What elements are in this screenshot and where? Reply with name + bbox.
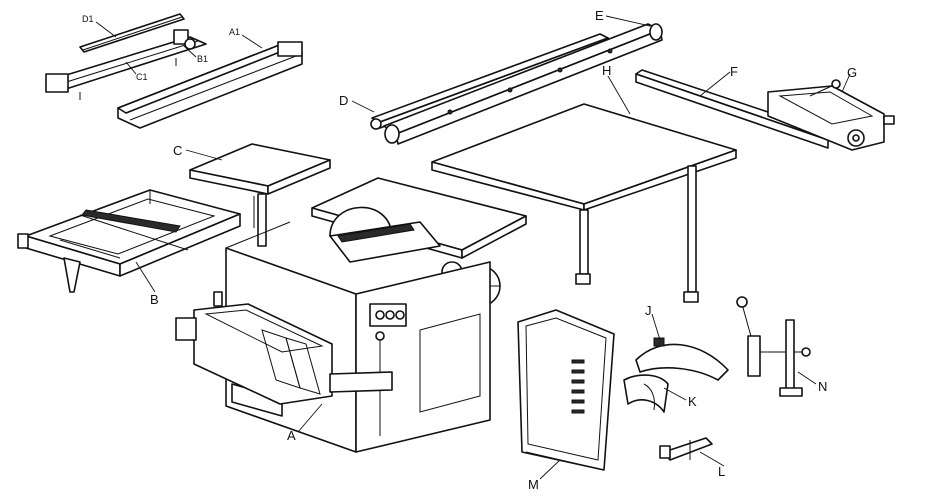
- label-d: D: [339, 93, 348, 108]
- label-d1: D1: [82, 14, 94, 24]
- part-b-sliding-table-frame: [17, 189, 241, 293]
- part-m-enclosure-box: [517, 309, 615, 471]
- leader-lines: [95, 15, 851, 480]
- part-c-support-table: [189, 143, 331, 247]
- label-n: N: [818, 379, 827, 394]
- label-a: A: [287, 428, 296, 443]
- part-l-small-clamp: [659, 437, 713, 461]
- part-k-riving-knife: [623, 374, 669, 413]
- label-h: H: [602, 63, 611, 78]
- part-n-hold-down-clamp: [736, 296, 811, 397]
- part-a-side-attachment: [175, 291, 393, 405]
- label-j: J: [645, 303, 652, 318]
- label-c1: C1: [136, 72, 148, 82]
- label-g: G: [847, 65, 857, 80]
- label-b1: B1: [197, 54, 208, 64]
- label-m: M: [528, 477, 539, 492]
- part-j-blade-guard: [635, 337, 729, 381]
- label-b: B: [150, 292, 159, 307]
- label-l: L: [718, 464, 725, 479]
- label-f: F: [730, 64, 738, 79]
- vent-slots: [571, 359, 585, 414]
- part-labels: D1 C1 B1 A1 C B D E H F G A J K L M N: [82, 8, 857, 492]
- part-a1-extrusion-fence: [117, 41, 303, 129]
- main-machine-body: [225, 177, 527, 453]
- part-d1-guide-rod: [79, 13, 185, 53]
- part-e-tube-rail: [383, 23, 663, 145]
- label-a1: A1: [229, 27, 240, 37]
- part-c1-rail-assembly: [45, 29, 207, 100]
- part-g-fence-clamp: [767, 79, 895, 151]
- label-e: E: [595, 8, 604, 23]
- part-h-extension-table: [431, 103, 737, 303]
- label-k: K: [688, 394, 697, 409]
- label-c: C: [173, 143, 182, 158]
